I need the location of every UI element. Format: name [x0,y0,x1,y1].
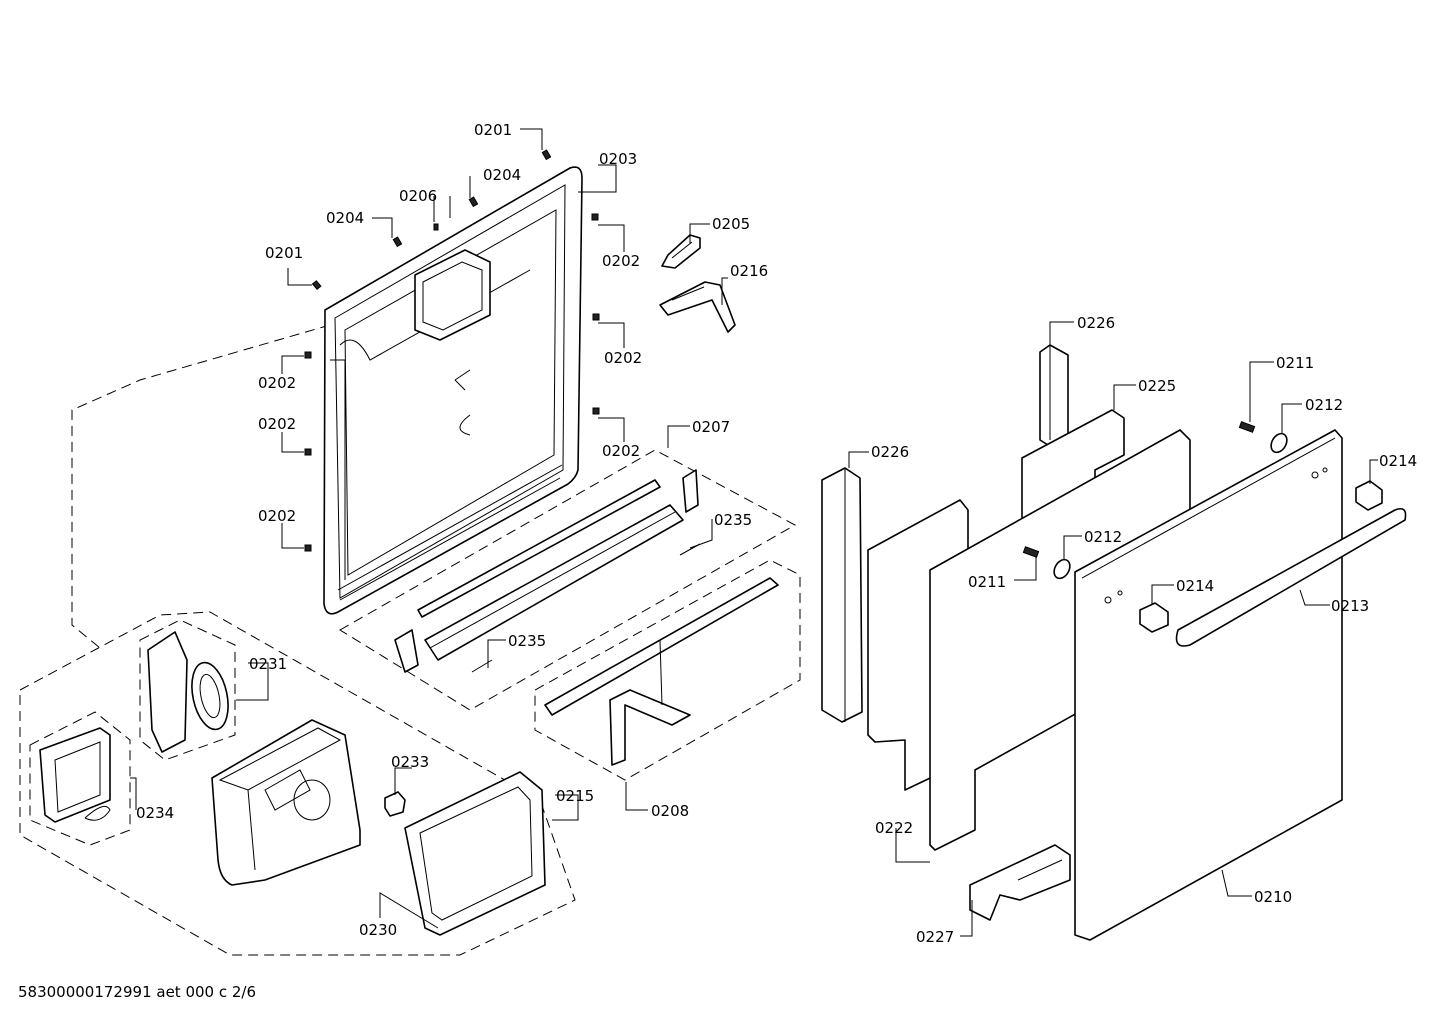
callout-0210: 0210 [1254,888,1292,906]
leader-lines [130,128,1378,937]
screws-left [304,149,600,552]
callout-0202-left-2: 0202 [258,415,296,433]
callout-0202-top-right: 0202 [602,252,640,270]
callout-0234: 0234 [136,804,174,822]
callout-0226-top: 0226 [1077,314,1115,332]
callout-0213: 0213 [1331,597,1369,615]
callout-0204-right: 0204 [483,166,521,184]
control-housing-group [19,611,576,956]
callout-0208: 0208 [651,802,689,820]
callout-0202-low-right: 0202 [602,442,640,460]
callout-0235-right: 0235 [714,511,752,529]
callout-0202-left-1: 0202 [258,374,296,392]
latch-parts [659,234,736,333]
callout-0206: 0206 [399,187,437,205]
callout-0212-mid: 0212 [1084,528,1122,546]
strip-assembly [339,449,797,711]
rail-assembly [534,559,801,781]
callout-0211-mid: 0211 [968,573,1006,591]
callout-0233: 0233 [391,753,429,771]
callout-0227: 0227 [916,928,954,946]
inner-door-panel [71,166,583,649]
callout-0216: 0216 [730,262,768,280]
callout-0202-left-3: 0202 [258,507,296,525]
callout-0201-top: 0201 [474,121,512,139]
callout-0201-left: 0201 [265,244,303,262]
callout-0215: 0215 [556,787,594,805]
callout-0231: 0231 [249,655,287,673]
callout-0205: 0205 [712,215,750,233]
callout-0222: 0222 [875,819,913,837]
callout-0207: 0207 [692,418,730,436]
callout-0235-left: 0235 [508,632,546,650]
callout-0230: 0230 [359,921,397,939]
callout-0212-top: 0212 [1305,396,1343,414]
callout-0202-mid-right: 0202 [604,349,642,367]
callout-0226-left: 0226 [871,443,909,461]
callout-0211-top: 0211 [1276,354,1314,372]
callout-0214-mid: 0214 [1176,577,1214,595]
callout-0225: 0225 [1138,377,1176,395]
callout-labels: 0201 0203 0204 0206 0204 0205 0201 0202 … [136,121,1417,946]
callout-0203: 0203 [599,150,637,168]
document-code: 58300000172991 aet 000 c 2/6 [18,983,256,1001]
callout-0204-left: 0204 [326,209,364,227]
outer-door-assembly [821,344,1407,941]
callout-0214-right: 0214 [1379,452,1417,470]
